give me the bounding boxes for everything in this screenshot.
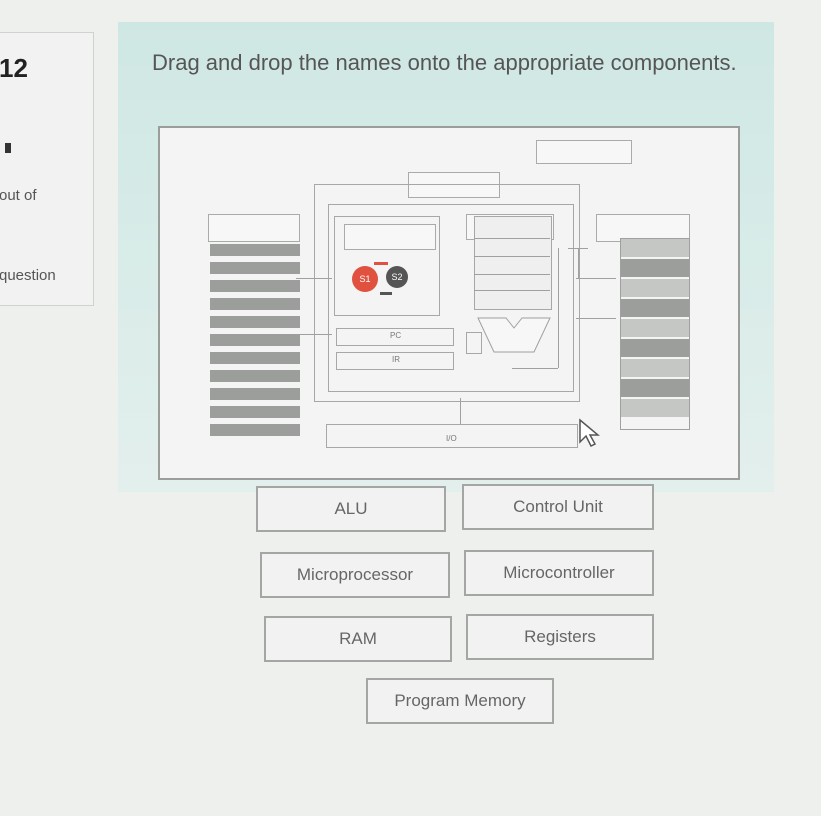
register-divider-4 xyxy=(474,290,550,291)
right-memory-row xyxy=(621,319,689,337)
question-prompt: Drag and drop the names onto the appropr… xyxy=(152,50,737,75)
left-memory-row xyxy=(210,316,300,328)
ir-label: IR xyxy=(392,355,400,364)
label-registers[interactable]: Registers xyxy=(466,614,654,660)
label-microprocessor[interactable]: Microprocessor xyxy=(260,552,450,598)
right-memory-row xyxy=(621,279,689,297)
out-of-text: out of xyxy=(0,187,37,204)
alu-output xyxy=(466,332,482,354)
label-microcontroller[interactable]: Microcontroller xyxy=(464,550,654,596)
drop-zone-left-memory[interactable] xyxy=(208,214,300,242)
io-label: I/O xyxy=(446,434,457,443)
microcontroller-outline xyxy=(314,184,580,402)
register-divider-2 xyxy=(474,256,550,257)
flag-question-link[interactable]: question xyxy=(0,267,56,284)
bus-line-3 xyxy=(578,248,579,278)
s1-s2-link xyxy=(374,262,388,265)
s2-indicator: S2 xyxy=(386,266,408,288)
bus-line-4 xyxy=(568,248,588,249)
register-divider-1 xyxy=(474,238,550,239)
question-info-panel: 12 out of question xyxy=(0,32,94,306)
ir-register xyxy=(336,352,454,370)
left-memory-row xyxy=(210,244,300,256)
left-memory-row xyxy=(210,352,300,364)
register-divider-3 xyxy=(474,274,550,275)
right-memory-row xyxy=(621,379,689,397)
label-alu[interactable]: ALU xyxy=(256,486,446,532)
left-memory-row xyxy=(210,262,300,274)
pc-register xyxy=(336,328,454,346)
question-number: 12 xyxy=(0,53,28,83)
right-memory-row xyxy=(621,259,689,277)
left-memory-row xyxy=(210,388,300,400)
left-memory-row xyxy=(210,406,300,418)
processor-diagram: S1 S2 PC IR I/O xyxy=(158,126,740,480)
left-memory-row xyxy=(210,298,300,310)
bus-line-2 xyxy=(512,368,558,369)
left-memory-row xyxy=(210,280,300,292)
bus-line-1 xyxy=(558,248,559,368)
drop-zone-top-right[interactable] xyxy=(536,140,632,164)
register-file xyxy=(474,216,552,310)
pc-label: PC xyxy=(390,331,402,340)
right-memory-row xyxy=(621,239,689,257)
drop-zone-top-center[interactable] xyxy=(408,172,500,198)
alu-shape xyxy=(477,317,551,353)
bus-line-left-1 xyxy=(296,278,332,279)
right-memory-row xyxy=(621,359,689,377)
control-unit-box xyxy=(334,216,440,316)
right-memory-row xyxy=(621,339,689,357)
bus-line-right-1 xyxy=(576,278,616,279)
mouse-pointer-icon xyxy=(579,418,600,448)
right-memory-row xyxy=(621,399,689,417)
label-control-unit[interactable]: Control Unit xyxy=(462,484,654,530)
left-memory-row xyxy=(210,334,300,346)
drop-zone-registers[interactable] xyxy=(344,224,436,250)
left-memory-block xyxy=(210,240,302,446)
s1-indicator: S1 xyxy=(352,266,378,292)
io-bus xyxy=(326,424,578,448)
label-ram[interactable]: RAM xyxy=(264,616,452,662)
microprocessor-outline xyxy=(328,204,574,392)
s2-marker xyxy=(380,292,392,295)
right-memory-row xyxy=(621,299,689,317)
left-memory-row xyxy=(210,424,300,436)
label-program-memory[interactable]: Program Memory xyxy=(366,678,554,724)
left-memory-row xyxy=(210,370,300,382)
bus-line-left-2 xyxy=(296,334,332,335)
io-connector xyxy=(460,398,461,424)
drop-zone-right-memory[interactable] xyxy=(596,214,690,242)
right-memory-block xyxy=(620,238,690,430)
mark-indicator xyxy=(5,143,11,153)
bus-line-right-2 xyxy=(576,318,616,319)
